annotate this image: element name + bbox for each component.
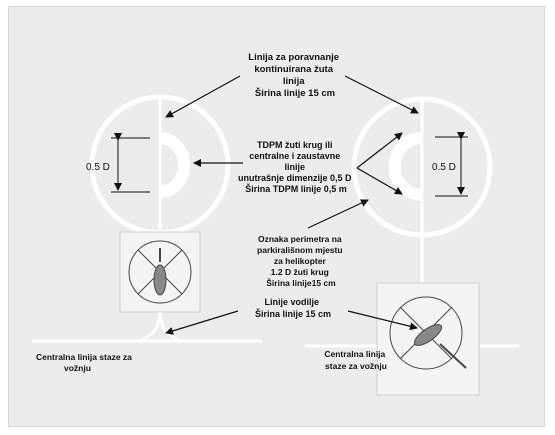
arrow-alignment-right	[344, 75, 419, 114]
right-dimension: 0.5 D	[432, 132, 468, 197]
left-dim-label: 0.5 D	[86, 162, 110, 173]
label-perimeter: Oznaka perimetra na parkirališnom mjestu…	[257, 234, 345, 288]
arrow-tdpm-right-down	[356, 167, 403, 195]
left-helicopter-icon	[128, 240, 192, 304]
left-lead-in-curve	[141, 311, 179, 342]
left-tdpm-circle	[159, 132, 190, 198]
label-tdpm-circle: TDPM žuti krug ili centralne i zaustavne…	[238, 140, 354, 194]
label-lead-in: Linije vodilje Širina linije 15 cm	[255, 297, 331, 319]
right-helicopter-icon	[389, 296, 467, 370]
right-tdpm-circle	[388, 132, 423, 201]
label-taxi-right: Centralna linija staze za vožnju	[324, 349, 387, 371]
left-stand: 0.5 D	[32, 94, 262, 343]
right-dim-label: 0.5 D	[432, 162, 456, 173]
arrow-alignment-left	[165, 75, 241, 118]
label-taxi-left: Centralna linija staze za vožnju	[36, 352, 134, 373]
annotation-arrows	[165, 75, 419, 335]
arrow-lead-in-left	[165, 310, 239, 335]
arrow-lead-in-right	[347, 310, 418, 331]
left-dimension: 0.5 D	[86, 133, 150, 193]
arrow-perimeter	[307, 199, 369, 229]
right-stand: 0.5 D	[305, 96, 519, 396]
label-alignment-line: Linija za poravnanje kontinuirana žuta l…	[248, 52, 341, 99]
arrow-tdpm-right-up	[356, 132, 403, 169]
